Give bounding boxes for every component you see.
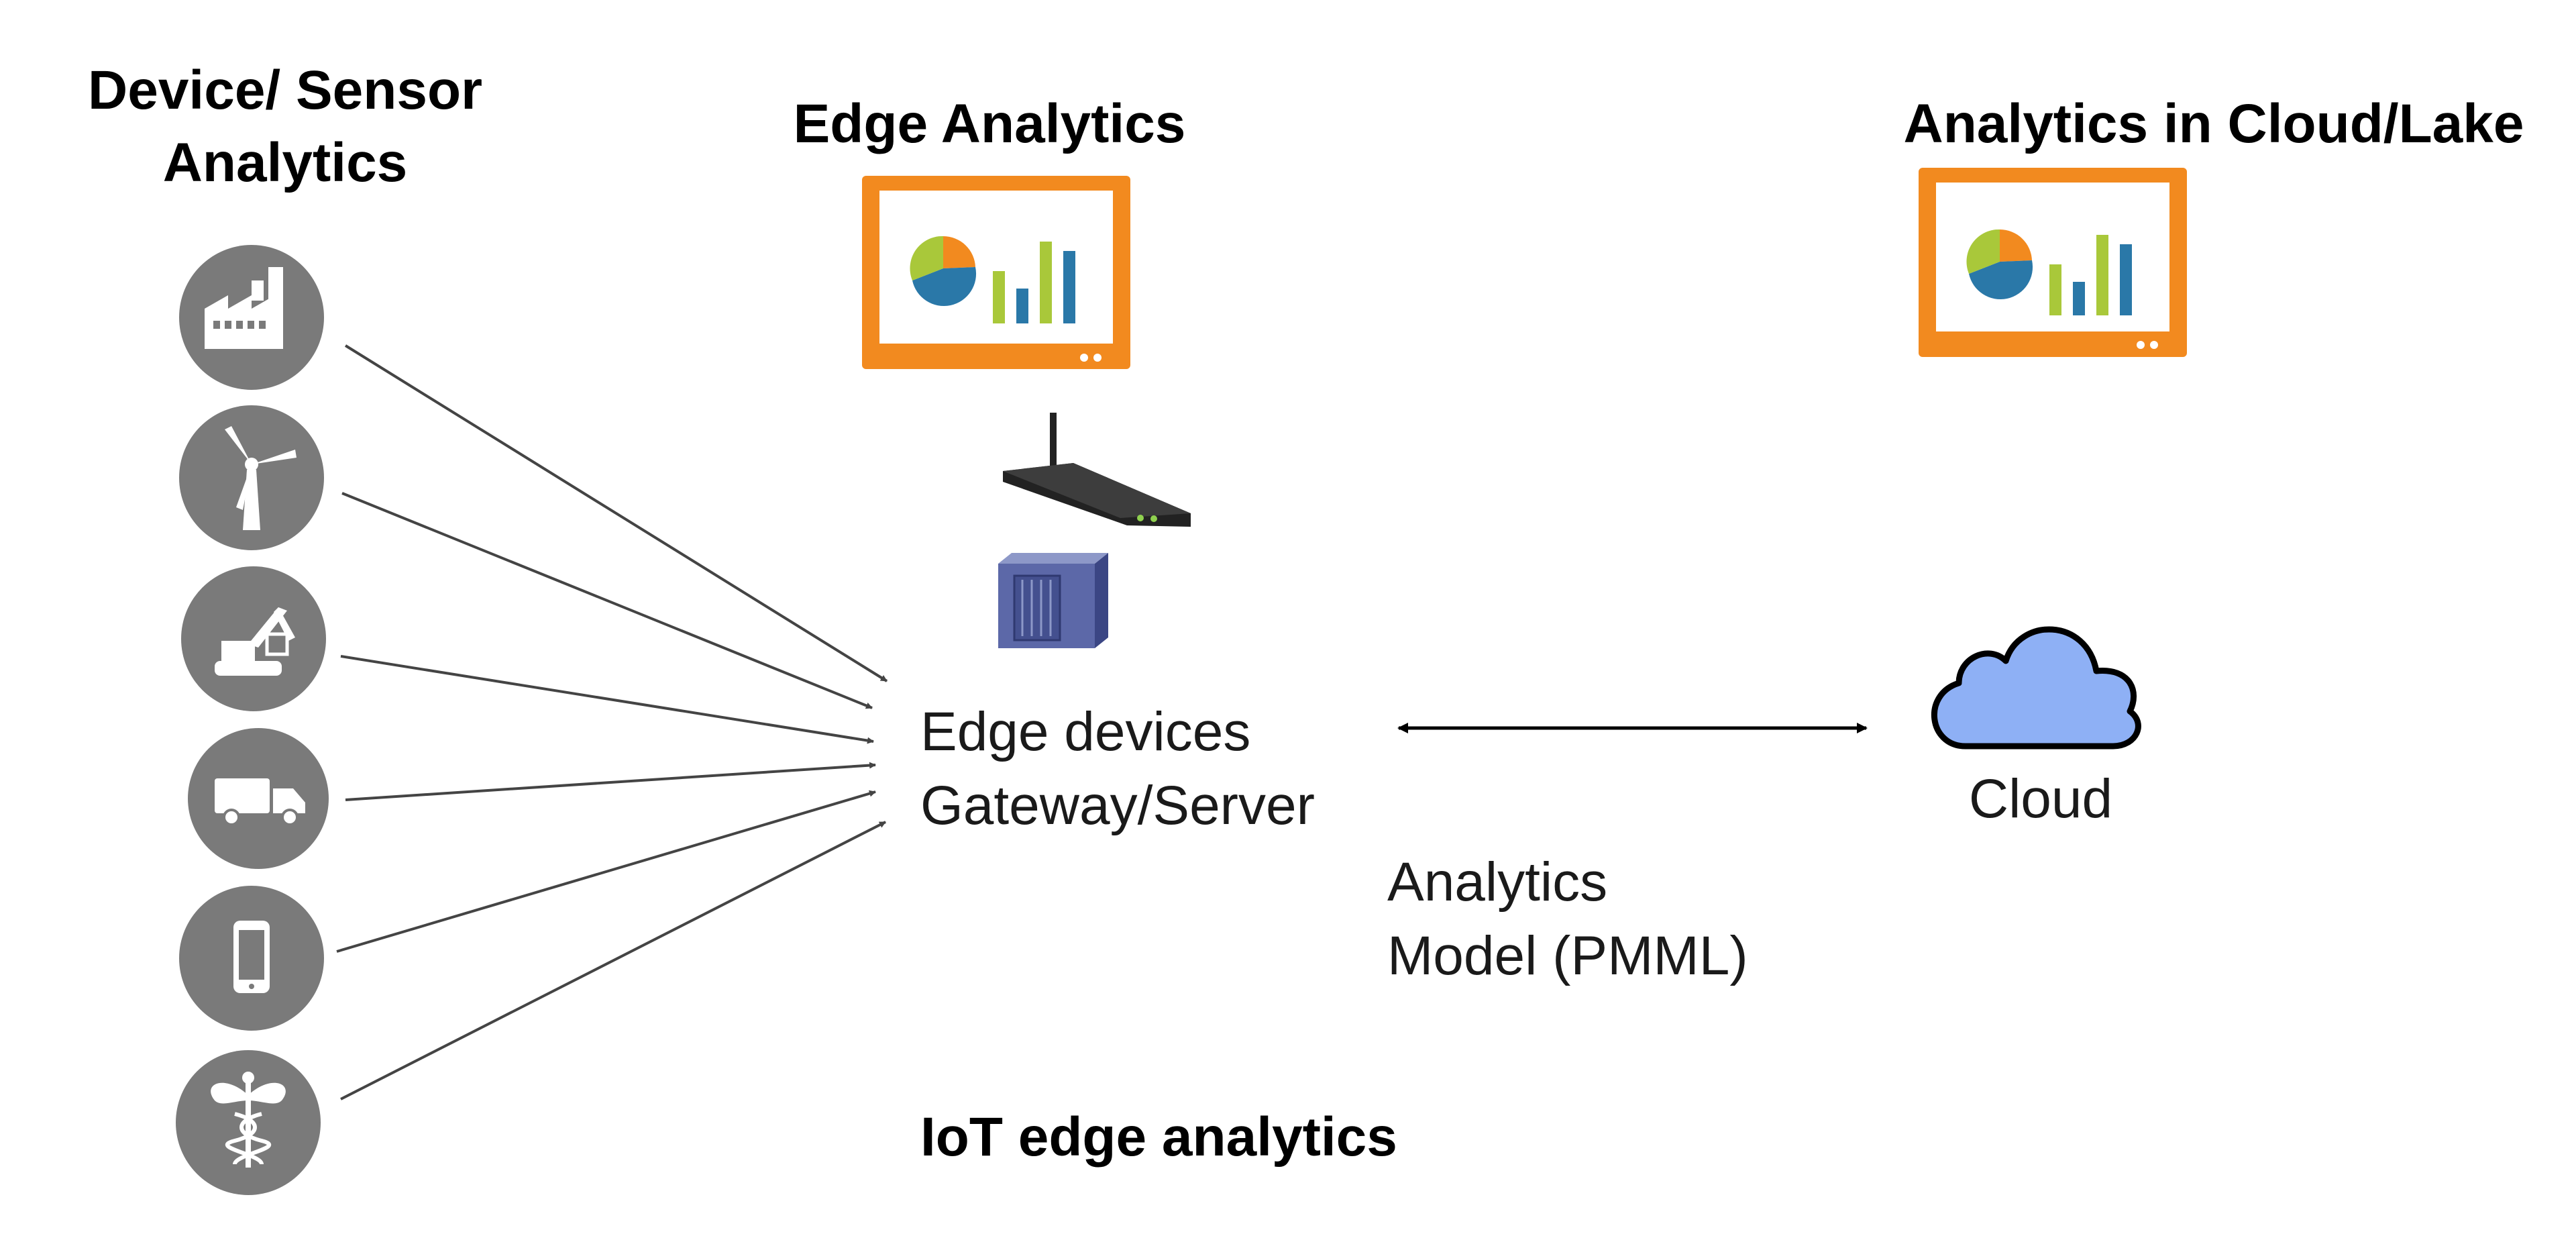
cloud-icon [1931, 626, 2141, 750]
device-excavator [181, 566, 326, 711]
smartphone-icon [233, 921, 270, 993]
device-factory [179, 245, 324, 390]
edge-analytics-heading: Edge Analytics [794, 93, 1186, 154]
device-to-edge-arrows [336, 344, 888, 1100]
diagram-caption: IoT edge analytics [920, 1107, 1397, 1168]
excavator-icon [215, 607, 295, 676]
device-truck [188, 728, 329, 869]
edge-server-icon [998, 553, 1108, 648]
cloud-label: Cloud [1969, 768, 2112, 829]
device-analytics-heading-line1: Device/ Sensor [88, 60, 482, 121]
edge-devices-label: Edge devices [920, 701, 1250, 762]
wind-turbine-icon [225, 426, 297, 530]
analytics-model-label-line2: Model (PMML) [1387, 925, 1748, 986]
cloud-dashboard-icon [1919, 168, 2187, 357]
analytics-model-label-line1: Analytics [1387, 852, 1607, 913]
device-medical [176, 1050, 321, 1195]
gateway-router-icon [1003, 413, 1191, 527]
caduceus-icon [211, 1072, 286, 1168]
device-smartphone [179, 886, 324, 1031]
device-analytics-heading-line2: Analytics [163, 132, 408, 193]
gateway-server-label: Gateway/Server [920, 775, 1315, 836]
factory-icon [205, 267, 283, 349]
cloud-analytics-heading: Analytics in Cloud/Lake [1904, 93, 2524, 154]
device-wind-turbine [179, 405, 324, 550]
truck-icon [215, 778, 305, 826]
edge-dashboard-icon [862, 176, 1130, 369]
